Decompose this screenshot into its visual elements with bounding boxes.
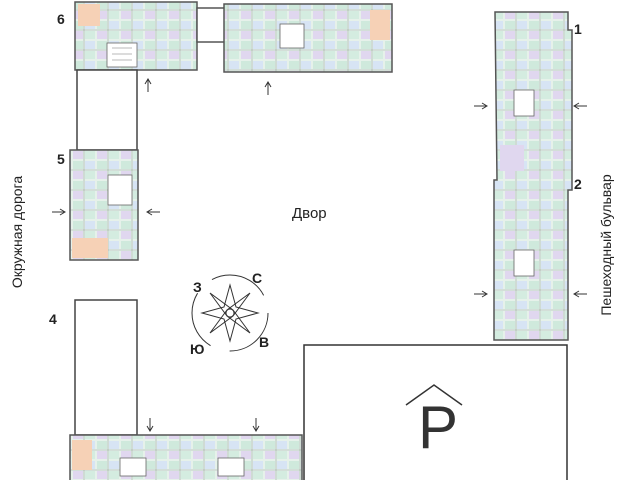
building-top-wing	[196, 3, 393, 73]
building-bottom-wing	[69, 434, 303, 480]
compass-west: З	[193, 279, 202, 295]
section-number-5: 5	[57, 151, 65, 167]
section-number-4: 4	[49, 311, 57, 327]
building-section-6	[74, 1, 198, 71]
compass-rose	[191, 274, 269, 352]
compass-east: В	[259, 334, 270, 350]
entrance-arrows	[52, 78, 587, 432]
building-sections-1-2	[493, 11, 573, 341]
section-number-6: 6	[57, 11, 65, 27]
building-section-5	[69, 149, 139, 261]
section-number-1: 1	[574, 21, 582, 37]
right-road-label: Пешеходный бульвар	[598, 174, 614, 316]
parking-sign: P	[418, 394, 459, 461]
courtyard-label: Двор	[292, 205, 327, 222]
empty-block-6-5	[76, 69, 138, 151]
section-number-2: 2	[574, 176, 582, 192]
left-road-label: Окружная дорога	[9, 175, 25, 289]
parking-building	[303, 344, 568, 480]
compass-north: С	[252, 270, 263, 286]
compass-south: Ю	[190, 341, 205, 357]
empty-block-4	[74, 299, 138, 436]
